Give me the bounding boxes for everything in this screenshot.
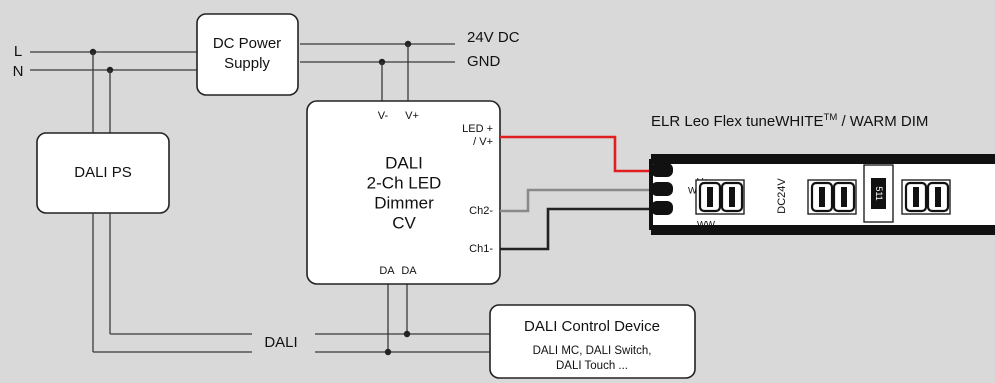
led-strip-title: ELR Leo Flex tuneWHITETM / WARM DIM [651, 112, 928, 130]
dali-bus-label: DALI [264, 334, 297, 351]
dimmer-pin-vminus: V- [378, 110, 389, 122]
dimmer-pin-led-vplus: / V+ [473, 136, 493, 148]
led-strip: V+ W WW DC24V 511 [649, 154, 995, 235]
resistor-code: 511 [874, 186, 884, 200]
dimmer-title-1: DALI [385, 153, 423, 172]
dc-power-supply-box [196, 13, 299, 96]
control-device-title: DALI Control Device [524, 318, 660, 335]
control-device-desc-2: DALI Touch ... [556, 360, 628, 372]
da2-junction-dot [403, 330, 411, 338]
dali-ps-label: DALI PS [74, 164, 132, 181]
dali-dimmer-box [306, 100, 501, 285]
input-l-label: L [14, 43, 22, 60]
dimmer-pin-led-plus: LED + [462, 123, 493, 135]
power-supply-label-2: Supply [224, 55, 270, 72]
strip-label-ww: WW [697, 220, 715, 231]
dimmer-pin-da-1: DA [379, 265, 395, 277]
control-device-desc-1: DALI MC, DALI Switch, [533, 345, 652, 357]
strip-pad-w [651, 182, 673, 196]
output-24v-label: 24V DC [467, 29, 520, 46]
dimmer-pin-ch2: Ch2- [469, 205, 493, 217]
led-chip-1a-core [707, 187, 713, 207]
ch2-wire [500, 188, 652, 213]
dimmer-pin-ch1: Ch1- [469, 243, 493, 255]
dimmer-title-3: Dimmer [374, 193, 434, 212]
led-chip-3a-core [913, 187, 919, 207]
strip-pad-ww [651, 201, 673, 215]
led-chip-1b-core [729, 187, 735, 207]
dimmer-title-4: CV [392, 213, 416, 232]
led-chip-2b-core [841, 187, 847, 207]
strip-pad-vplus [651, 163, 673, 177]
dimmer-title-2: 2-Ch LED [367, 173, 442, 192]
dali-ps-box [36, 132, 170, 214]
da1-junction-dot [384, 348, 392, 356]
dimmer-pin-da-2: DA [401, 265, 417, 277]
strip-voltage-label: DC24V [776, 178, 788, 214]
strip-label-w: W [688, 186, 697, 197]
input-n-label: N [13, 63, 24, 80]
resistor-body [871, 178, 886, 209]
ch1-wire [500, 207, 652, 251]
led-chip-3b-core [935, 187, 941, 207]
dali-control-device-box [489, 304, 696, 379]
power-supply-label-1: DC Power [213, 35, 281, 52]
output-gnd-label: GND [467, 53, 501, 70]
dimmer-pin-vplus: V+ [405, 110, 419, 122]
led-chip-2a-core [819, 187, 825, 207]
led-plus-wire [500, 135, 652, 173]
